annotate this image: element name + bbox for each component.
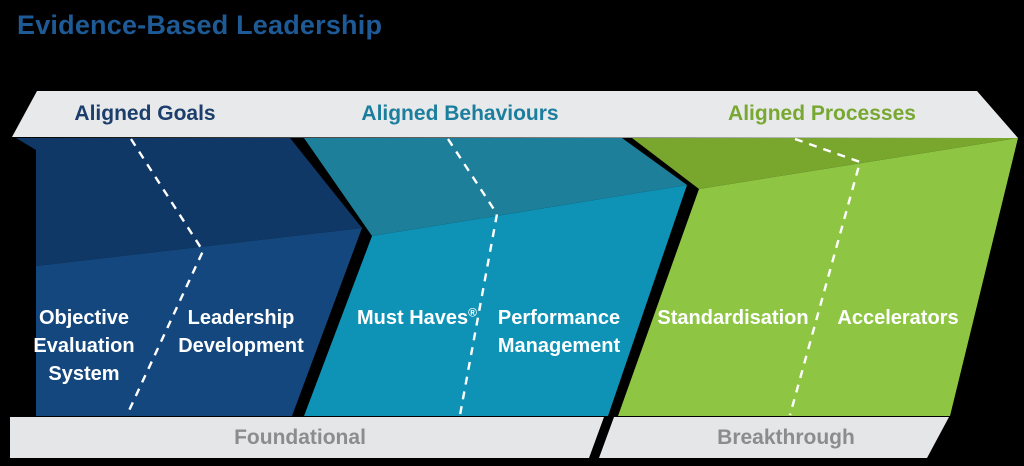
bottom-band-breakthrough [599,417,949,458]
cell-line: Development [178,335,304,357]
cell-line: Objective [38,307,130,329]
header-aligned-behaviours: Aligned Behaviours [361,102,559,125]
cell-must-haves: Must Haves® [357,304,477,332]
chevron-behaviours-top-face [304,138,687,236]
cell-leadership-development: Leadership Development [178,304,304,360]
cell-line: Performance [497,307,621,329]
cell-line: Standardisation [657,307,809,329]
registered-trademark-mark: ® [468,305,477,320]
bottom-label-breakthrough: Breakthrough [717,426,855,449]
cell-standardisation: Standardisation [657,304,808,332]
cell-line: Must Haves® [357,304,477,332]
cell-line: Accelerators [837,307,959,329]
cell-line: Evaluation [33,335,135,357]
chevron-goals-top-face [16,138,362,266]
cell-line: Management [497,335,621,357]
page-title: Evidence-Based Leadership [17,10,383,40]
cell-line: System [48,363,120,385]
chevron-processes-front-face [618,138,1018,416]
divider-behaviours-dashed-line [446,138,499,416]
header-aligned-processes: Aligned Processes [728,102,916,125]
bottom-band-foundational [10,417,604,458]
bottom-label-foundational: Foundational [234,426,366,449]
cell-accelerators: Accelerators [837,304,958,332]
top-band [12,91,1018,138]
chevron-processes-top-face [632,138,1018,189]
cell-performance-management: Performance Management [498,304,620,360]
cell-objective-evaluation-system: Objective Evaluation System [33,304,134,388]
chevron-behaviours-front-face [304,185,687,416]
must-haves-label: Must Haves [357,307,469,329]
header-aligned-goals: Aligned Goals [74,102,216,125]
cell-line: Leadership [187,307,295,329]
divider-processes-dashed-line [788,137,862,416]
chevron-goals-front-face [36,228,362,416]
